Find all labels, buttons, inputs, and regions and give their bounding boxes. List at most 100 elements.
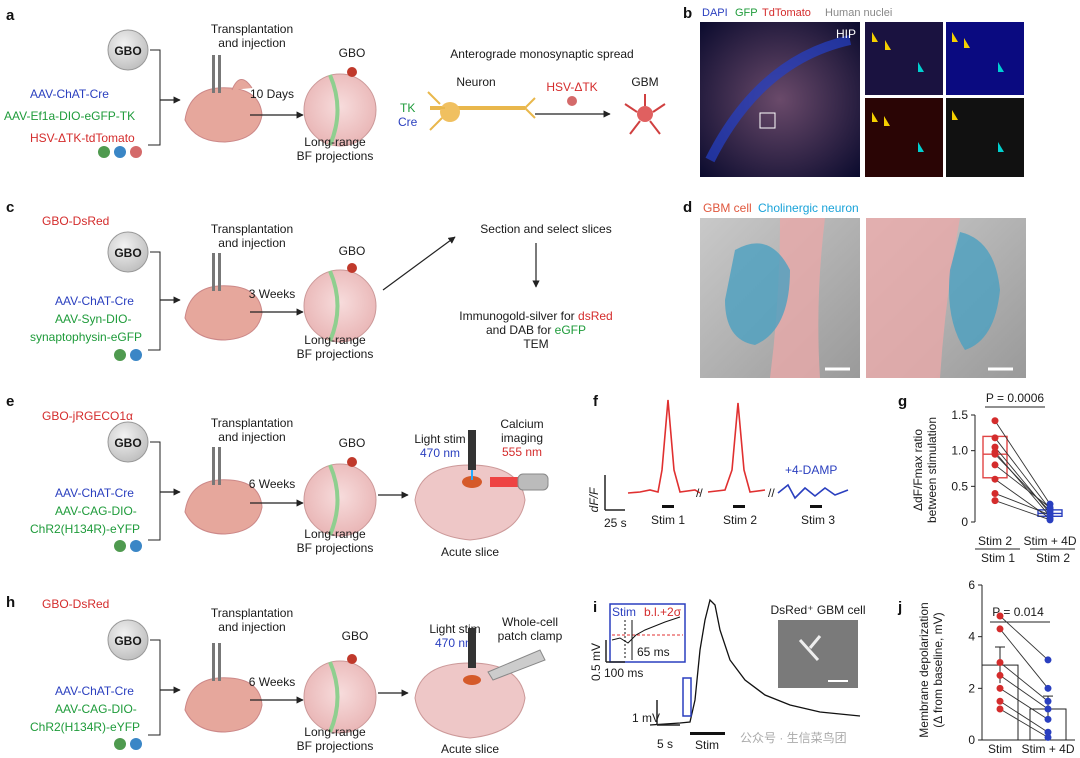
j-pair-line [999,700,1049,733]
panel-c: c GBO-DsRed GBO AAV-ChAT-Cre AAV-Syn-DIO… [6,199,613,361]
j-ytick-label: 2 [968,681,975,695]
gbo-brain-e: GBO [339,436,366,450]
legend-b-tdt: TdTomato [762,7,811,19]
g-point-stim2 [991,475,999,483]
step-e-1: Transplantation [211,416,293,430]
g-point-stim2 [991,443,999,451]
immuno-text: Immunogold-silver for dsRed [459,309,612,323]
section-text: Section and select slices [480,222,611,236]
inset-stim: Stim [612,605,636,619]
g-pair-line [994,420,1051,505]
vector-a-1: AAV-ChAT-Cre [30,87,109,101]
weeks-c: 3 Weeks [249,287,295,301]
gbm-cell-icon [624,94,666,135]
slice-e: Acute slice [441,545,499,559]
brain-icon-a [303,67,377,147]
xcat-g-1: Stim 2 [978,534,1012,548]
virus-icons-a [98,146,142,158]
xcat-j-2: Stim + 4D [1021,742,1074,756]
vector-a-3: HSV-ΔTK-tdTomato [30,131,135,145]
inset-ms: 65 ms [637,645,670,659]
dab-text: and DAB for eGFP [486,323,586,337]
acute-slice-e [414,430,549,541]
g-pair-line [994,478,1051,519]
vector-c-1: AAV-ChAT-Cre [55,294,134,308]
panel-g: g P = 0.0006 ΔdF/Fmax ratio between stim… [898,391,1077,565]
j-point-4d [1044,733,1052,741]
panel-f-label: f [593,393,599,410]
vector-a-2: AAV-Ef1a-DIO-eGFP-TK [4,109,135,123]
gbo-text: GBO [114,44,141,58]
proj-c-1: Long-range [304,333,366,347]
panel-e: e GBO-jRGECO1α GBO AAV-ChAT-Cre AAV-CAG-… [6,393,549,559]
j-pair-line [999,675,1049,710]
panel-h-label: h [6,594,15,611]
watermark: 公众号 · 生信菜鸟团 [740,730,847,745]
slice-h: Acute slice [441,742,499,756]
calcium-2: imaging [501,431,543,445]
g-ytick-label: 1.5 [951,408,968,422]
g-point-4d [1046,511,1054,519]
light-nm-h: 470 nm [435,636,475,650]
xgroup-g-2: Stim 2 [1036,551,1070,565]
gbo-text-e: GBO [114,436,141,450]
calcium-1: Calcium [500,417,543,431]
proj-h-2: BF projections [297,739,374,753]
gbo-text-c: GBO [114,246,141,260]
g-plot-area [982,417,1063,524]
gbm-label: GBM [631,75,658,89]
weeks-e: 6 Weeks [249,477,295,491]
spread-title: Anterograde monosynaptic spread [450,47,633,61]
j-point-4d [1044,697,1052,705]
j-point-stim [996,671,1004,679]
j-point-stim [996,625,1004,633]
panel-i-label: i [593,599,597,616]
trace-i [649,598,861,726]
neuron-label: Neuron [456,75,495,89]
g-ytick-label: 0.5 [951,479,968,493]
vector-e-1: AAV-ChAT-Cre [55,486,134,500]
cell-label-i: DsRed⁺ GBM cell [770,603,865,617]
j-point-4d [1044,728,1052,736]
proj-e-1: Long-range [304,527,366,541]
stim-i: Stim [695,738,719,752]
vector-e-2: AAV-CAG-DIO- [55,504,137,518]
gbo-brain-a: GBO [339,46,366,60]
sec-i: 5 s [657,737,673,751]
gbo-brain-c: GBO [339,244,366,258]
ylabel-g-1: ΔdF/Fmax ratio [911,429,925,511]
cyan-arrowheads [918,62,1004,152]
weeks-h: 6 Weeks [249,675,295,689]
micrograph-tdtomato [865,98,943,177]
gbo-brain-h: GBO [342,629,369,643]
vector-c-3: synaptophysin-eGFP [30,330,142,344]
panel-i: i Stim b.l.+2σ 65 ms 0.5 mV 100 ms 1 mV … [589,598,866,752]
vector-h-2: AAV-CAG-DIO- [55,702,137,716]
panel-b-label: b [683,5,692,22]
light-h: Light stim [429,622,480,636]
panel-f: f // // +4-DAMP dF/F 25 s Stim 1 Stim 2 … [587,393,849,530]
hip-label: HIP [836,27,856,41]
panel-j: j P = 0.014 Membrane depolarization (Δ f… [897,578,1075,756]
xcat-g-2: Stim + 4D [1023,534,1076,548]
j-pair-line [999,662,1049,702]
light-nm-e: 470 nm [420,446,460,460]
legend-b-dapi: DAPI [702,7,728,19]
panel-h: h GBO-DsRed GBO AAV-ChAT-Cre AAV-CAG-DIO… [6,594,563,756]
bracket-a [148,49,161,146]
vector-h-3: ChR2(H134R)-eYFP [30,720,140,734]
panel-g-label: g [898,393,907,410]
g-point-stim2 [991,417,999,425]
pval-j: P = 0.014 [992,605,1044,619]
pval-g: P = 0.0006 [986,391,1044,405]
proj-c-2: BF projections [297,347,374,361]
g-ytick-label: 0 [961,515,968,529]
panel-c-label: c [6,199,14,216]
patch-2: patch clamp [498,629,563,643]
g-pair-line [994,464,1051,509]
cell-image-i [778,620,858,688]
j-plot-area [981,612,1067,741]
axis-break-f2: // [768,486,775,500]
legend-d-gbm: GBM cell [703,201,752,215]
inset-box [609,603,686,663]
